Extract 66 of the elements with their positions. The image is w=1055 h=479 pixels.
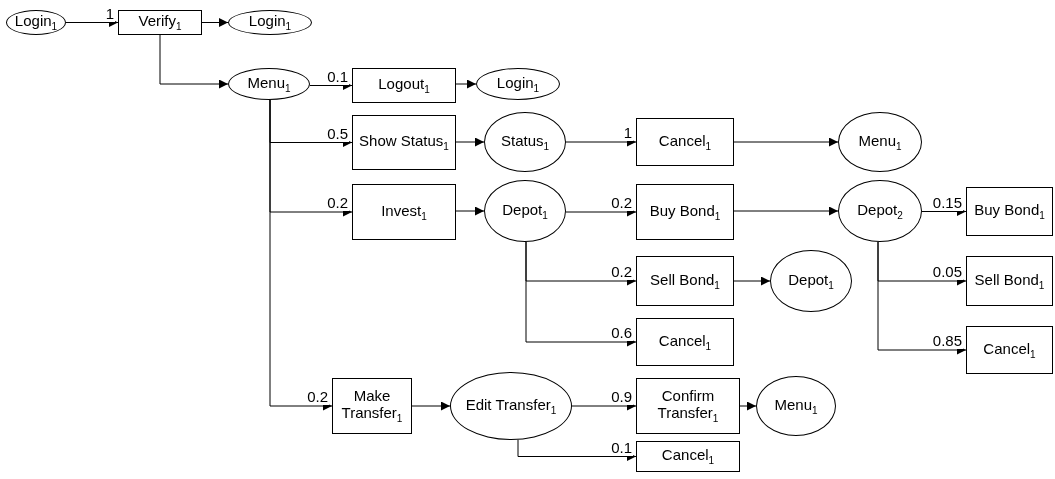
action-box: [636, 318, 734, 366]
node-label: Login$_{1}$: [496, 73, 540, 95]
arrow: [455, 137, 485, 147]
arrow: [201, 18, 229, 27]
edge-label: 0.85: [931, 333, 963, 349]
node-label: Depot$_{1}$: [788, 270, 834, 292]
node-label: Menu$_{1}$: [247, 73, 291, 95]
node-label: Sell Bond$_{1}$: [650, 270, 720, 292]
arrow: [455, 206, 485, 216]
node-label: Cancel$_{1}$: [658, 131, 712, 153]
arrow: [65, 18, 119, 27]
node-label: Sell Bond$_{1}$: [974, 270, 1045, 292]
state-ellipse: [6, 10, 66, 35]
edge-label: 0.2: [326, 195, 349, 211]
node-label: Status$_{1}$: [500, 131, 550, 153]
node-label: Menu$_{1}$: [858, 131, 902, 153]
node-label: Cancel$_{1}$: [658, 331, 712, 353]
arrow: [739, 401, 757, 411]
action-box: [636, 118, 734, 166]
action-box: [966, 187, 1053, 236]
node-label: Show Status$_{1}$: [359, 132, 449, 153]
edge-label: 0.05: [931, 264, 963, 280]
action-box: [332, 378, 412, 434]
edge-label: 0.9: [610, 389, 633, 405]
arrow: [517, 439, 637, 461]
arrow: [733, 206, 839, 216]
node-label: Login$_{1}$: [14, 12, 58, 33]
node-label: Cancel$_{1}$: [661, 446, 715, 467]
action-box: [352, 115, 456, 170]
node-label: Edit Transfer$_{1}$: [465, 395, 557, 417]
arrow: [877, 241, 967, 355]
arrow: [269, 99, 333, 411]
arrow: [921, 207, 967, 216]
action-box: [636, 184, 734, 240]
node-label: Invest$_{1}$: [381, 201, 427, 223]
action-box: [118, 10, 202, 35]
arrow: [411, 401, 451, 411]
node-label: Depot$_{2}$: [857, 200, 903, 222]
edge-label: 1: [622, 125, 633, 141]
arrow: [525, 241, 637, 347]
arrow: [733, 276, 771, 286]
arrow: [159, 34, 229, 89]
arrow: [455, 79, 477, 89]
node-label: Login$_{1}$: [248, 12, 292, 33]
node-label: Make Transfer$_{1}$: [340, 387, 404, 425]
action-box: [352, 68, 456, 103]
node-label: Logout$_{1}$: [378, 75, 430, 96]
node-label: Buy Bond$_{1}$: [649, 201, 721, 223]
node-label: Confirm Transfer$_{1}$: [656, 387, 720, 425]
action-box: [636, 256, 734, 306]
action-box: [966, 256, 1053, 306]
action-box: [636, 378, 740, 434]
edge-label: 0.2: [306, 389, 329, 405]
arrow: [309, 81, 353, 90]
action-box: [966, 326, 1053, 374]
arrow: [733, 137, 839, 147]
action-box: [352, 184, 456, 240]
edge-label: 0.6: [610, 325, 633, 341]
node-label: Verify$_{1}$: [138, 12, 182, 33]
node-label: Buy Bond$_{1}$: [974, 201, 1045, 222]
node-label: Cancel$_{1}$: [983, 339, 1036, 361]
node-label: Depot$_{1}$: [502, 200, 548, 222]
node-label: Menu$_{1}$: [774, 395, 818, 417]
edge-label: 0.2: [610, 195, 633, 211]
action-box: [636, 441, 740, 472]
edge-label: 0.2: [610, 264, 633, 280]
